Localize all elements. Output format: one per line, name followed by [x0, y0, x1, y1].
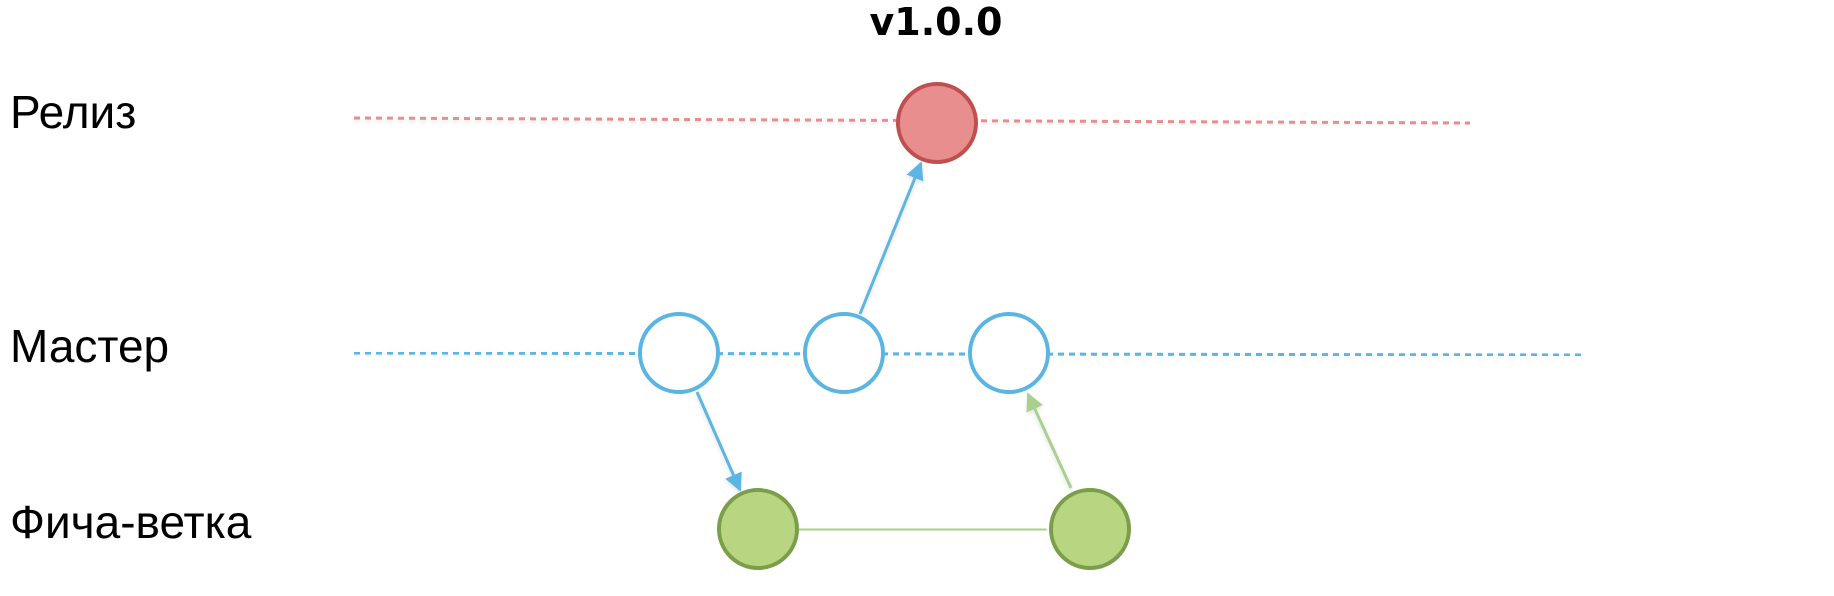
lane-label-feature: Фича-ветка: [10, 496, 252, 548]
master-commit-node-3: [968, 312, 1050, 394]
master-commit-node-1: [638, 312, 720, 394]
feature-commit-node-1: [717, 488, 799, 570]
version-tag-label: v1.0.0: [870, 0, 1003, 44]
lane-label-master: Мастер: [10, 320, 169, 372]
release-commit-node: [896, 82, 978, 164]
feature-commit-node-2: [1049, 488, 1131, 570]
lane-label-release: Релиз: [10, 86, 136, 138]
arrow-feature-2-to-master-3: [1026, 392, 1073, 489]
master-commit-node-2: [803, 312, 885, 394]
arrow-master-1-to-feature-1: [695, 391, 742, 492]
arrow-feature-1-to-feature-2: [798, 520, 1048, 539]
arrow-master-2-to-release: [858, 161, 924, 315]
